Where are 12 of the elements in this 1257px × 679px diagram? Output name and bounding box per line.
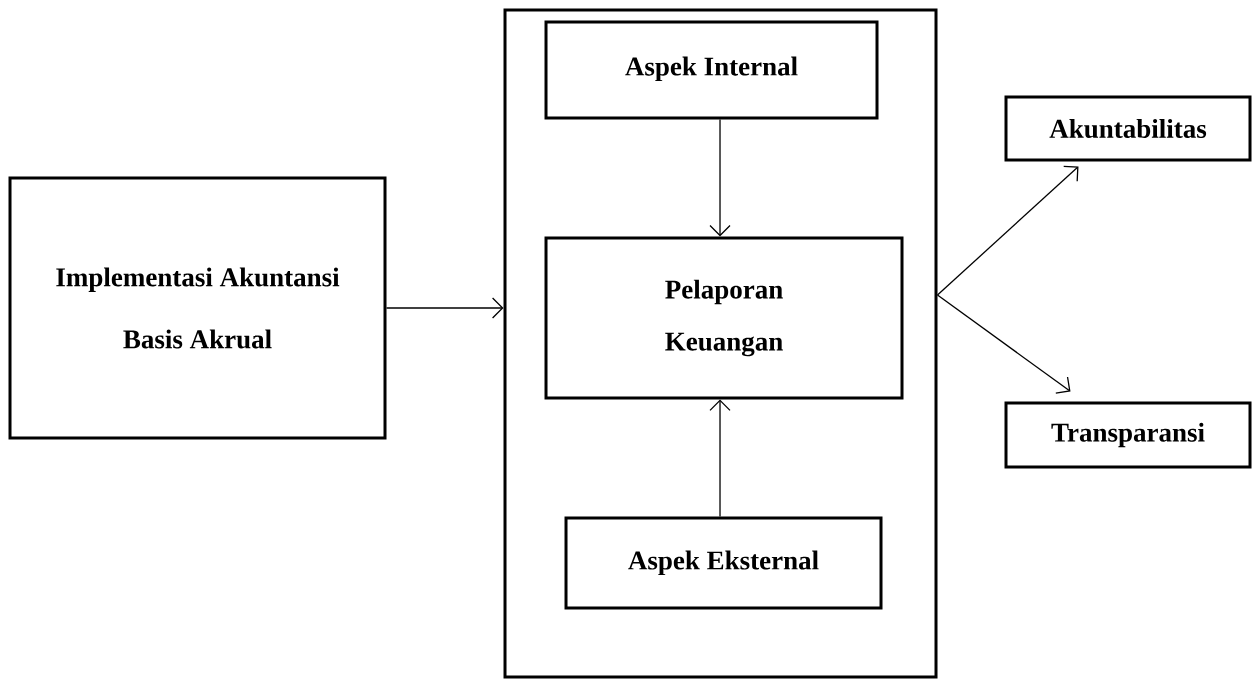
arrow: [936, 294, 1071, 394]
arrow: [709, 399, 731, 518]
process-box: Pelaporan Keuangan: [544, 236, 904, 400]
process-box: Aspek Eksternal: [564, 516, 883, 610]
process-box: Implementasi Akuntansi Basis Akrual: [8, 176, 387, 440]
process-box: Aspek Internal: [544, 20, 879, 120]
arrow: [709, 118, 731, 237]
arrow: [936, 165, 1079, 296]
process-box: Transparansi: [1004, 401, 1252, 469]
container-box: [503, 8, 938, 679]
process-box: Akuntabilitas: [1004, 95, 1252, 162]
arrow: [385, 297, 504, 319]
